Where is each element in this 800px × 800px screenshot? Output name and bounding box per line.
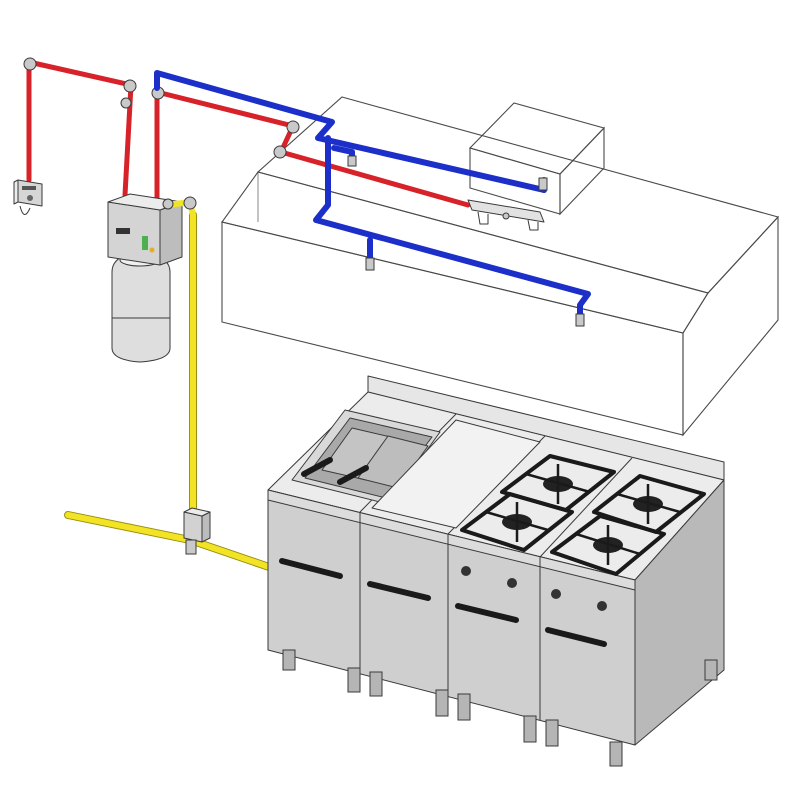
fusible-link-detector (467, 199, 545, 231)
leg-icon (545, 719, 559, 747)
duct-collar (468, 102, 606, 216)
detector-bracket (527, 219, 539, 231)
basket-handle[interactable] (301, 457, 333, 477)
leg-icon (347, 667, 361, 693)
valve-side (201, 511, 211, 543)
leg-icon (282, 649, 296, 671)
hood-front-slope (221, 171, 709, 334)
door-handle[interactable] (455, 603, 519, 623)
agent-piping (23, 57, 471, 208)
pull-station-icon (17, 179, 43, 207)
leg-icon (457, 693, 471, 721)
cabinet-side (634, 479, 725, 746)
grate-bars (485, 502, 549, 542)
leg-icon (435, 689, 449, 717)
valve-top (183, 507, 211, 517)
pull-handle-icon[interactable] (27, 195, 33, 201)
knob-icon[interactable] (597, 601, 607, 611)
elbow-fitting (273, 145, 287, 159)
knob-icon[interactable] (507, 578, 517, 588)
elbow-fitting (286, 120, 300, 134)
leg-icon (369, 671, 383, 697)
manual-pull-station[interactable] (13, 179, 43, 215)
elbow-fitting (123, 79, 137, 93)
valve-body (185, 539, 197, 555)
nozzle-icon (538, 177, 548, 191)
agent-pipe-pull-station (26, 59, 134, 198)
elbow-fitting (120, 97, 132, 109)
agent-cylinder (111, 251, 171, 363)
grate-bars (525, 464, 591, 504)
leg-icon (523, 715, 537, 743)
control-label (116, 228, 130, 234)
elbow-fitting (23, 57, 37, 71)
agent-pipe-main (154, 89, 471, 208)
knob-icon[interactable] (461, 566, 471, 576)
duct-side (559, 126, 605, 216)
control-unit (107, 193, 183, 266)
exhaust-hood (221, 96, 780, 437)
hood-top-face (256, 96, 780, 294)
grate-bars (616, 484, 681, 524)
door-handle[interactable] (279, 558, 343, 579)
leg-icon (609, 741, 623, 767)
top-divider (539, 457, 633, 558)
hood-side-face (682, 215, 779, 437)
detector-link-icon (502, 212, 510, 220)
pull-station-face (13, 179, 19, 205)
pull-ring-icon[interactable] (19, 205, 31, 215)
range-burners (460, 454, 706, 576)
detection-pipe-drop (313, 135, 591, 321)
door-handle[interactable] (367, 581, 431, 601)
elbow-fitting (162, 198, 174, 210)
control-box-side (159, 201, 183, 266)
nozzle-icon (575, 313, 585, 327)
griddle-icon (371, 419, 541, 529)
nozzle-icon (347, 155, 357, 167)
burner-grate (550, 514, 666, 576)
basket-handle[interactable] (337, 465, 369, 485)
nozzle-icon (365, 257, 375, 271)
control-box-icon (107, 201, 161, 266)
cooking-line (267, 375, 725, 767)
indicator-light (149, 247, 155, 253)
detection-pipe-main (154, 70, 547, 193)
gas-shutoff-valve[interactable] (183, 507, 211, 555)
pull-station-label (22, 186, 36, 190)
grate-bars (575, 525, 641, 565)
burner-grate (460, 492, 574, 552)
door-handle[interactable] (545, 627, 607, 647)
detection-piping (154, 70, 591, 327)
detector-bracket (477, 211, 489, 225)
fryer-basket (357, 435, 429, 489)
detector-icon (467, 199, 545, 223)
status-indicator (142, 236, 148, 250)
valve-icon (183, 511, 203, 543)
knob-icon[interactable] (551, 589, 561, 599)
elbow-fitting (183, 196, 197, 210)
cylinder-icon (111, 251, 171, 363)
leg-icon (704, 659, 718, 681)
